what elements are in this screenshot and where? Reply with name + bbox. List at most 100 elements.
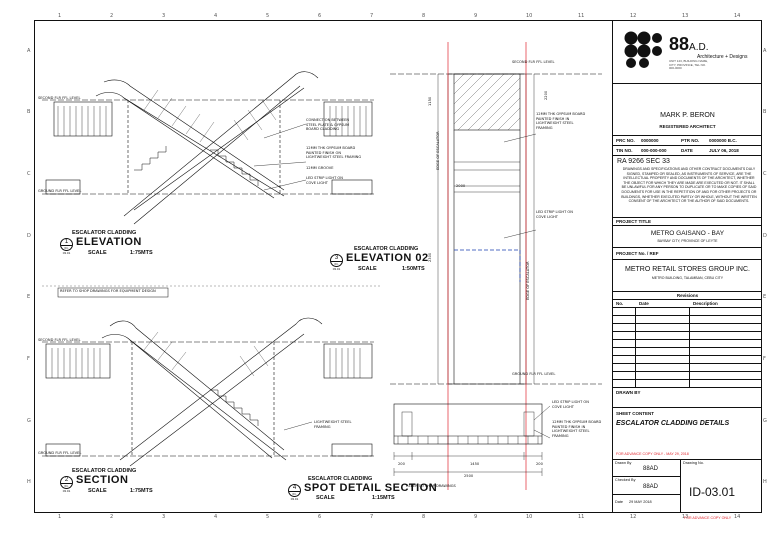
note-gypsum-board: 12MM THK GYPSUM BOARD PAINTED FINISH ON … [306, 146, 362, 159]
column-tick: 1 [58, 514, 62, 520]
row-tick: G [27, 417, 31, 424]
column-tick: 13 [682, 13, 689, 19]
column-tick: 5 [266, 514, 270, 520]
firm-logo-88: 88A.D. [669, 34, 708, 55]
level-label-ground-flr: GROUND FLR FFL LEVEL [38, 189, 82, 193]
drawn-row: DRAWN BY [613, 388, 762, 408]
drawing-ref: ID-03.01 [332, 262, 341, 271]
revision-row [613, 324, 762, 332]
drawing-no-label-cell: Drawing No. [681, 460, 762, 477]
column-tick: 13 [682, 514, 689, 520]
note-connection: CONNECTION BETWEEN STEEL PLATE & GYPSUM … [306, 118, 350, 131]
row-tick: G [763, 417, 767, 424]
note-spot-reference: REFER TO SHOP DRAWINGS [406, 484, 456, 488]
scale-label: SCALE [358, 266, 377, 272]
column-tick: 6 [318, 13, 322, 19]
project-location: BAYBAY CITY, PROVINCE OF LEYTE [657, 239, 718, 243]
note-gypsum-elev02: 12MM THK GYPSUM BOARD PAINTED FINISH IN … [536, 112, 586, 130]
caption: ESCALATOR CLADDING [72, 468, 137, 474]
sheet-content: ESCALATOR CLADDING DETAILS [616, 420, 730, 427]
date-value: JULY 06, 2018 [709, 148, 739, 153]
scale-value: 1:50MTS [402, 266, 425, 272]
sheet-date-value: 29 MAY 2018 [629, 500, 652, 504]
client-name: METRO RETAIL STORES GROUP INC. [625, 266, 750, 273]
row-tick: D [27, 232, 31, 239]
date-cell: Date 29 MAY 2018 [613, 495, 681, 513]
column-tick: 11 [578, 13, 585, 19]
drawing-number-value: ID-03.01 [689, 485, 736, 499]
revision-row [613, 380, 762, 388]
architect-role: REGISTERED ARCHITECT [659, 124, 716, 129]
ra-text: DRAWINGS AND SPECIFICATIONS AND OTHER CO… [621, 167, 757, 204]
project-title: METRO GAISANO - BAY [650, 230, 725, 237]
title: SECTION [76, 474, 129, 486]
checked-by-value: 88AD [643, 484, 659, 490]
firm-logo-icon [624, 31, 662, 68]
column-tick: 12 [630, 514, 637, 520]
sheet-date-label: Date [615, 500, 624, 504]
caption: ESCALATOR CLADDING [308, 476, 373, 482]
level-label-elev02-top: SECOND FLR FFL LEVEL [512, 60, 555, 64]
column-tick: 10 [526, 13, 533, 19]
column-tick: 7 [370, 13, 374, 19]
ra-notice-block: RA 9266 SEC 33 DRAWINGS AND SPECIFICATIO… [613, 156, 762, 218]
prc-value: 0000000 [641, 138, 659, 143]
project-no-row: PROJECT No. / REF [613, 248, 762, 260]
row-tick: D [763, 232, 767, 239]
title-block: 88A.D. Architecture + Designs UNIT 123, … [612, 20, 762, 513]
architect-block: MARK P. BERON REGISTERED ARCHITECT [613, 84, 762, 136]
row-tick: C [763, 171, 767, 178]
column-tick: 3 [162, 13, 166, 19]
dim-1150: 1150 [428, 96, 432, 106]
drawing-area [42, 42, 602, 490]
spot-detail-drawing [393, 403, 543, 476]
client-address: METRO BUILDING, TALAMBAN, CEBU CITY [651, 276, 724, 280]
column-tick: 7 [370, 514, 374, 520]
firm-logo-subtitle: Architecture + Designs [697, 54, 748, 60]
advance-copy-note: FOR ADVANCE COPY ONLY - MAY 29, 2018 [616, 452, 689, 456]
revisions-columns-row: No. Date Description [613, 300, 762, 308]
row-tick: H [27, 479, 31, 486]
row-tick: E [27, 294, 31, 301]
drawn-by-value: 88AD [643, 466, 659, 472]
firm-address: UNIT 123, BUILDING NAME, CITY, PROVINCE,… [669, 59, 708, 70]
note-led-elev02: LED STRIP LIGHT ON COVE LIGHT [536, 210, 573, 219]
column-tick: 12 [630, 13, 637, 19]
dim-2200: 2200 [544, 90, 548, 100]
project-no-label: PROJECT No. / REF [616, 251, 659, 256]
drawing-number: 4 [289, 485, 300, 492]
level-label-second-flr: SECOND FLR FFL LEVEL [38, 96, 81, 100]
sheet-border [34, 20, 762, 513]
dim-1450: 1450 [470, 462, 480, 466]
elevation-drawing [42, 71, 374, 225]
scale-value: 1:75MTS [130, 488, 153, 494]
row-tick: H [763, 479, 767, 486]
column-tick: 8 [422, 13, 426, 19]
label-edge-escalator-right: EDGE OF ESCALATOR [526, 261, 530, 300]
column-tick: 2 [110, 514, 114, 520]
drawing-ref: ID-03.01 [62, 484, 71, 493]
sheet-content-block: SHEET CONTENT ESCALATOR CLADDING DETAILS… [613, 408, 762, 460]
drawing-no-cell: ID-03.01 [681, 477, 762, 513]
title: ELEVATION 02 [346, 252, 429, 264]
row-tick: F [27, 355, 30, 362]
column-tick: 2 [110, 13, 114, 19]
prc-label: PRC NO. [616, 138, 635, 143]
dim-2500: 2500 [464, 474, 474, 478]
sheet-info-grid: Drawn By 88AD Drawing No. Checked By 88A… [613, 460, 762, 513]
revision-row [613, 364, 762, 372]
revision-row [613, 356, 762, 364]
row-tick: B [27, 109, 31, 116]
logo-number: 88 [669, 34, 690, 54]
project-title-block: METRO GAISANO - BAY BAYBAY CITY, PROVINC… [613, 226, 762, 248]
column-tick: 10 [526, 514, 533, 520]
note-led-strip: LED STRIP LIGHT ON COVE LIGHT [306, 176, 343, 185]
scale-label: SCALE [88, 488, 107, 494]
revision-row [613, 348, 762, 356]
date-label: DATE [681, 148, 693, 153]
checked-by-cell: Checked By 88AD [613, 477, 681, 495]
note-led-spot: LED STRIP LIGHT ON COVE LIGHT [552, 400, 589, 409]
column-tick: 8 [422, 514, 426, 520]
project-title-label-row: PROJECT TITLE [613, 218, 762, 226]
